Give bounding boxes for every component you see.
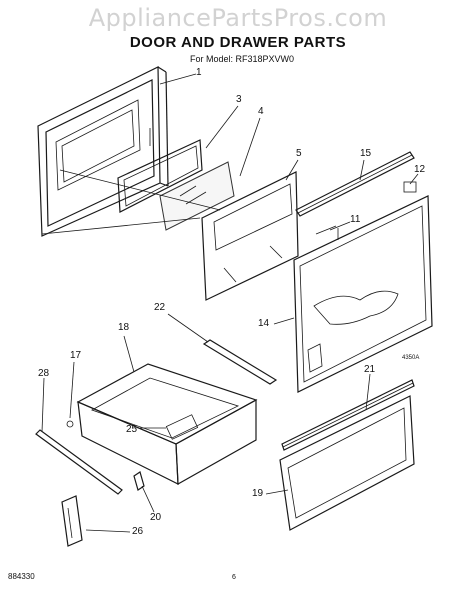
top-trim xyxy=(295,151,415,217)
inner-door-liner xyxy=(293,195,433,393)
callout-25: 25 xyxy=(126,424,138,435)
callout-26: 26 xyxy=(132,526,144,537)
callout-12: 12 xyxy=(414,164,426,175)
model-line: For Model: RF318PXVW0 xyxy=(190,54,295,64)
drawer-top-trim xyxy=(281,379,415,451)
callout-21: 21 xyxy=(364,364,376,375)
diagram-title: DOOR AND DRAWER PARTS xyxy=(129,34,347,51)
callout-5: 5 xyxy=(296,148,302,159)
callout-4: 4 xyxy=(258,106,264,117)
drawer-rail xyxy=(202,339,278,385)
inner-door-frame xyxy=(201,171,299,301)
side-rail xyxy=(35,429,123,495)
leader-lines xyxy=(41,73,419,533)
callout-17: 17 xyxy=(70,350,82,361)
callout-18: 18 xyxy=(118,322,130,333)
document-code: 884330 xyxy=(8,572,35,581)
outer-door-panel xyxy=(37,66,169,237)
callout-14: 14 xyxy=(258,318,270,329)
drawer-body xyxy=(76,363,258,485)
callout-1: 1 xyxy=(196,67,202,78)
drawer-front-panel xyxy=(279,395,415,531)
callout-11: 11 xyxy=(350,214,361,225)
callout-3: 3 xyxy=(236,94,242,105)
callout-20: 20 xyxy=(150,512,162,523)
callout-22: 22 xyxy=(154,302,166,313)
page-number: 6 xyxy=(232,574,236,581)
window-frame xyxy=(117,139,203,213)
callout-15: 15 xyxy=(360,148,372,159)
callout-19: 19 xyxy=(252,488,264,499)
watermark: AppliancePartsPros.com xyxy=(88,4,388,32)
drawer-screw xyxy=(66,420,74,428)
door-glass xyxy=(159,161,235,231)
handle-end-cap xyxy=(61,495,83,547)
diagram-code: 4350A xyxy=(402,355,420,361)
hinge-clip xyxy=(403,181,417,193)
callout-28: 28 xyxy=(38,368,50,379)
drawer-clip xyxy=(133,471,145,491)
